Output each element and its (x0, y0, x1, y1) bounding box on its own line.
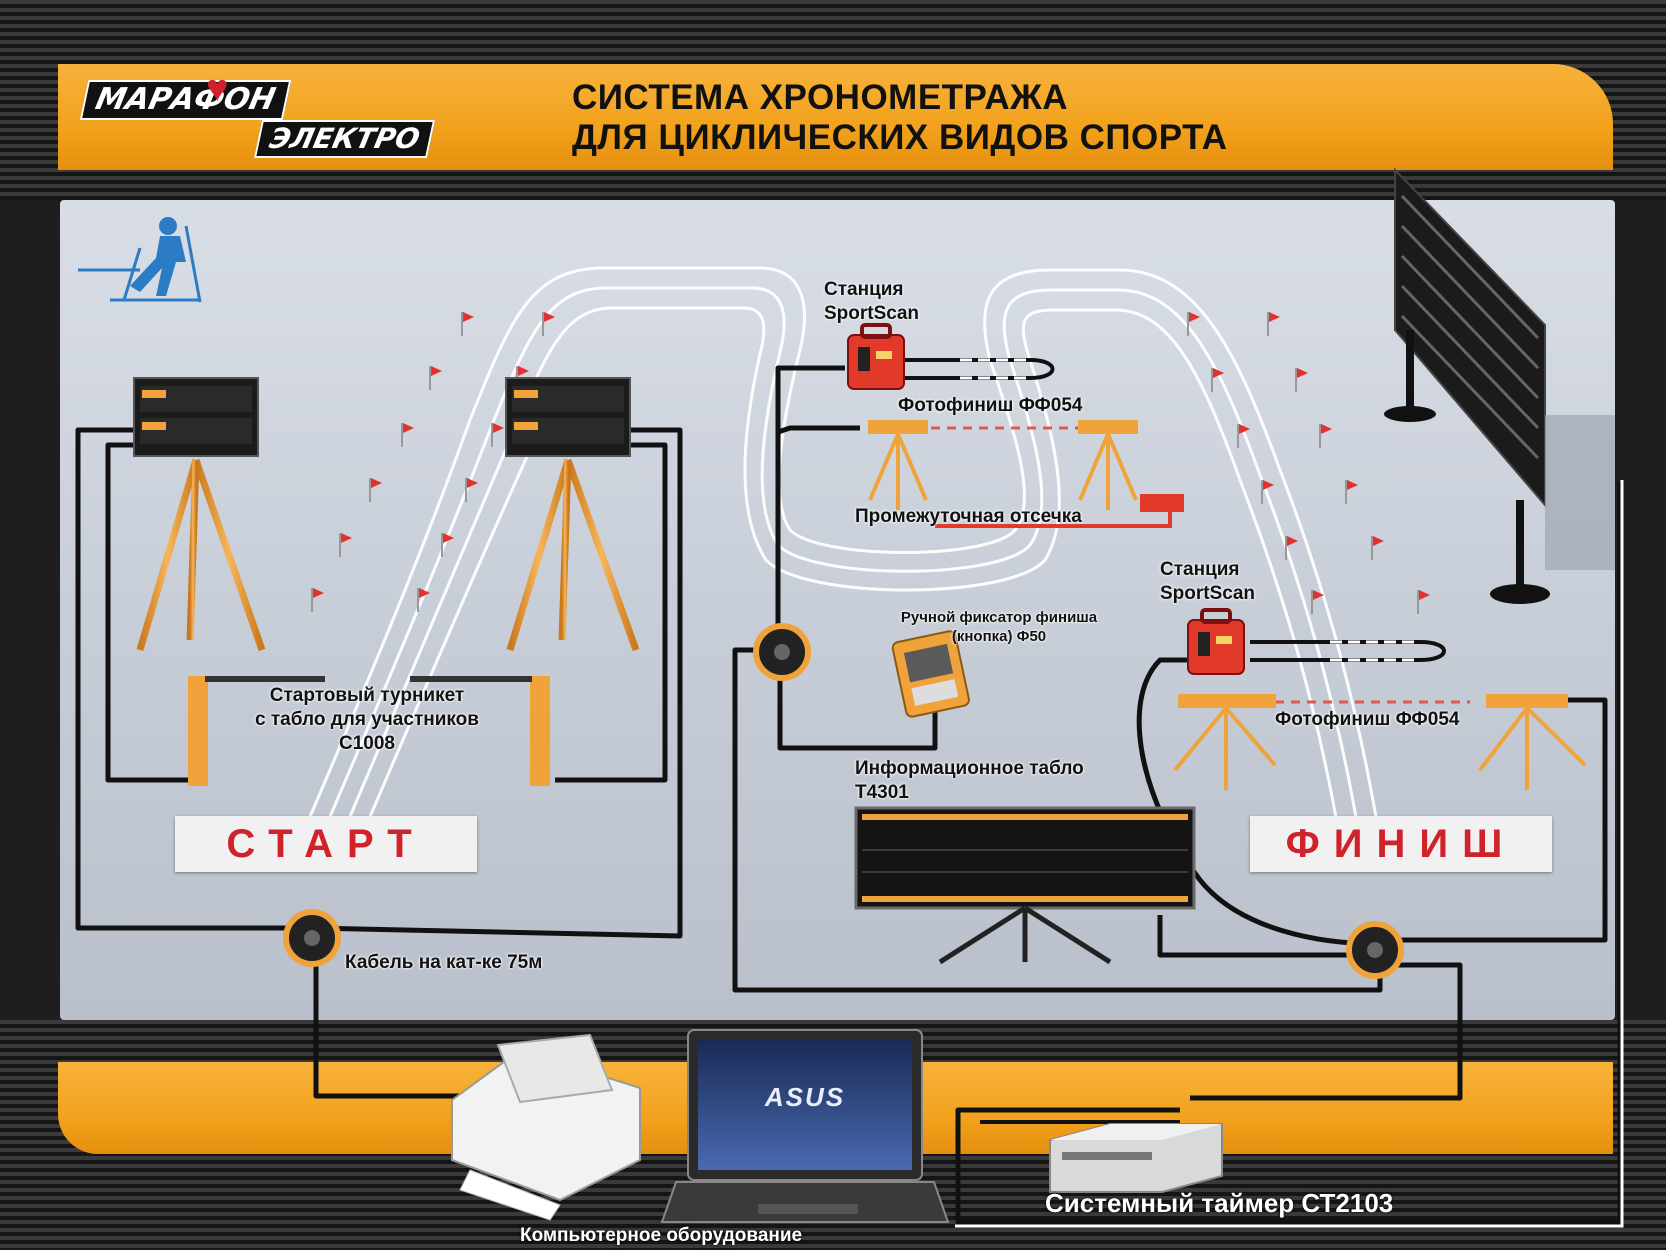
laptop-icon (660, 1029, 950, 1223)
intermediate-cut-line: ▮▮▮ (935, 494, 1184, 528)
title-line-2: ДЛЯ ЦИКЛИЧЕСКИХ ВИДОВ СПОРТА (572, 118, 1228, 157)
manual-line-1: Ручной фиксатор финиша (900, 609, 1098, 626)
ski-track (298, 266, 1382, 841)
photofinish-1-right (1078, 420, 1138, 510)
transponder-loop-1 (900, 358, 1055, 380)
photofinish-1-left (868, 420, 928, 510)
label-turnstile: Стартовый турникет с табло для участнико… (226, 684, 508, 756)
turnstile-board-left (133, 377, 325, 786)
label-intermediate-cut: Промежуточная отсечка (855, 506, 1082, 527)
turnstile-line-1: Стартовый турникет (269, 685, 465, 706)
manual-finish-device (891, 630, 970, 718)
label-cable: Кабель на кат-ке 75м (345, 952, 543, 973)
laser-lines (915, 426, 1470, 704)
cable-reel-finish (1346, 921, 1404, 979)
skier-icon (78, 217, 202, 303)
label-info-board: Информационное табло Т4301 (855, 757, 1084, 805)
start-sign: СТАРТ (175, 816, 477, 872)
manual-line-2: (кнопка) Ф50 (951, 628, 1047, 645)
laptop-brand: ASUS (764, 1082, 846, 1112)
system-timer-device (1049, 1123, 1223, 1193)
label-station-1: Станция SportScan (824, 279, 920, 324)
logo-bottom: ЭЛЕКТРО (253, 120, 436, 158)
finish-gate (1384, 167, 1615, 604)
title-line-1: СИСТЕМА ХРОНОМЕТРАЖА (572, 78, 1069, 117)
info-board (854, 806, 1196, 965)
label-photofinish-2: Фотофиниш ФФ054 (1275, 709, 1460, 730)
photofinish-2-left (1173, 694, 1277, 790)
label-photofinish-1: Фотофиниш ФФ054 (898, 395, 1083, 416)
svg-text:▮▮▮: ▮▮▮ (1153, 499, 1171, 511)
logo-heart-icon: ♥ (206, 68, 229, 110)
transponder-loop-2 (1250, 640, 1446, 662)
page-title: СИСТЕМА ХРОНОМЕТРАЖА ДЛЯ ЦИКЛИЧЕСКИХ ВИД… (572, 78, 1228, 158)
turnstile-line-2: с табло для участников (255, 709, 479, 730)
info-board-line-2: Т4301 (855, 782, 909, 803)
info-board-line-1: Информационное табло (855, 758, 1084, 779)
cables-white (955, 480, 1624, 1228)
cable-reel-start (283, 909, 341, 967)
sportscan-station-2 (1187, 608, 1245, 675)
cable-reel-middle (753, 623, 811, 681)
label-system-timer: Системный таймер СТ2103 (1045, 1188, 1394, 1218)
label-manual-finish: Ручной фиксатор финиша (кнопка) Ф50 (884, 608, 1114, 646)
turnstile-board-right (410, 377, 640, 786)
printer-icon (451, 1033, 641, 1221)
logo-top: МАРАФОН (79, 80, 291, 120)
finish-sign: ФИНИШ (1250, 816, 1552, 872)
turnstile-line-3: С1008 (339, 733, 395, 754)
photofinish-2-right (1478, 694, 1587, 790)
label-computer: Компьютерное оборудование (520, 1225, 803, 1246)
label-station-2: Станция SportScan (1160, 559, 1256, 604)
sportscan-station-1 (847, 323, 905, 390)
track-field (60, 200, 1615, 1020)
